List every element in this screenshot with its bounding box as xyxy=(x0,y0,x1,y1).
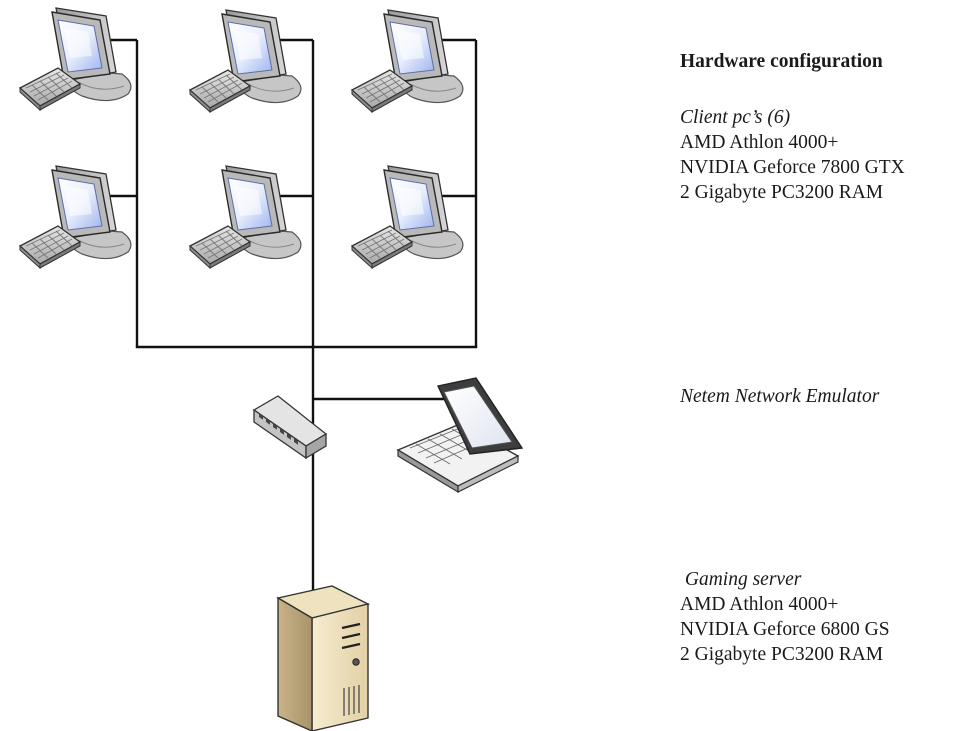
emulator-title: Netem Network Emulator xyxy=(680,386,880,407)
network-switch-icon xyxy=(252,395,328,460)
client-pc-5 xyxy=(189,165,302,269)
server-ram: 2 Gigabyte PC3200 RAM xyxy=(680,644,884,665)
server-gpu: NVIDIA Geforce 6800 GS xyxy=(680,619,890,640)
client-pc-6 xyxy=(351,165,464,269)
client-pc-2 xyxy=(189,9,302,113)
client-ram: 2 Gigabyte PC3200 RAM xyxy=(680,182,884,203)
client-gpu: NVIDIA Geforce 7800 GTX xyxy=(680,157,905,178)
client-pc-4 xyxy=(19,165,132,269)
config-heading: Hardware configuration xyxy=(680,51,883,72)
client-pc-3 xyxy=(351,9,464,113)
client-cpu: AMD Athlon 4000+ xyxy=(680,132,839,153)
client-pc-1 xyxy=(19,7,132,111)
network-diagram xyxy=(19,7,524,731)
laptop-icon xyxy=(396,377,524,494)
tower-server-icon xyxy=(276,585,371,731)
network-wires xyxy=(90,38,478,590)
server-title: Gaming server xyxy=(680,569,802,590)
client-title: Client pc’s (6) xyxy=(680,107,791,128)
server-cpu: AMD Athlon 4000+ xyxy=(680,594,839,615)
